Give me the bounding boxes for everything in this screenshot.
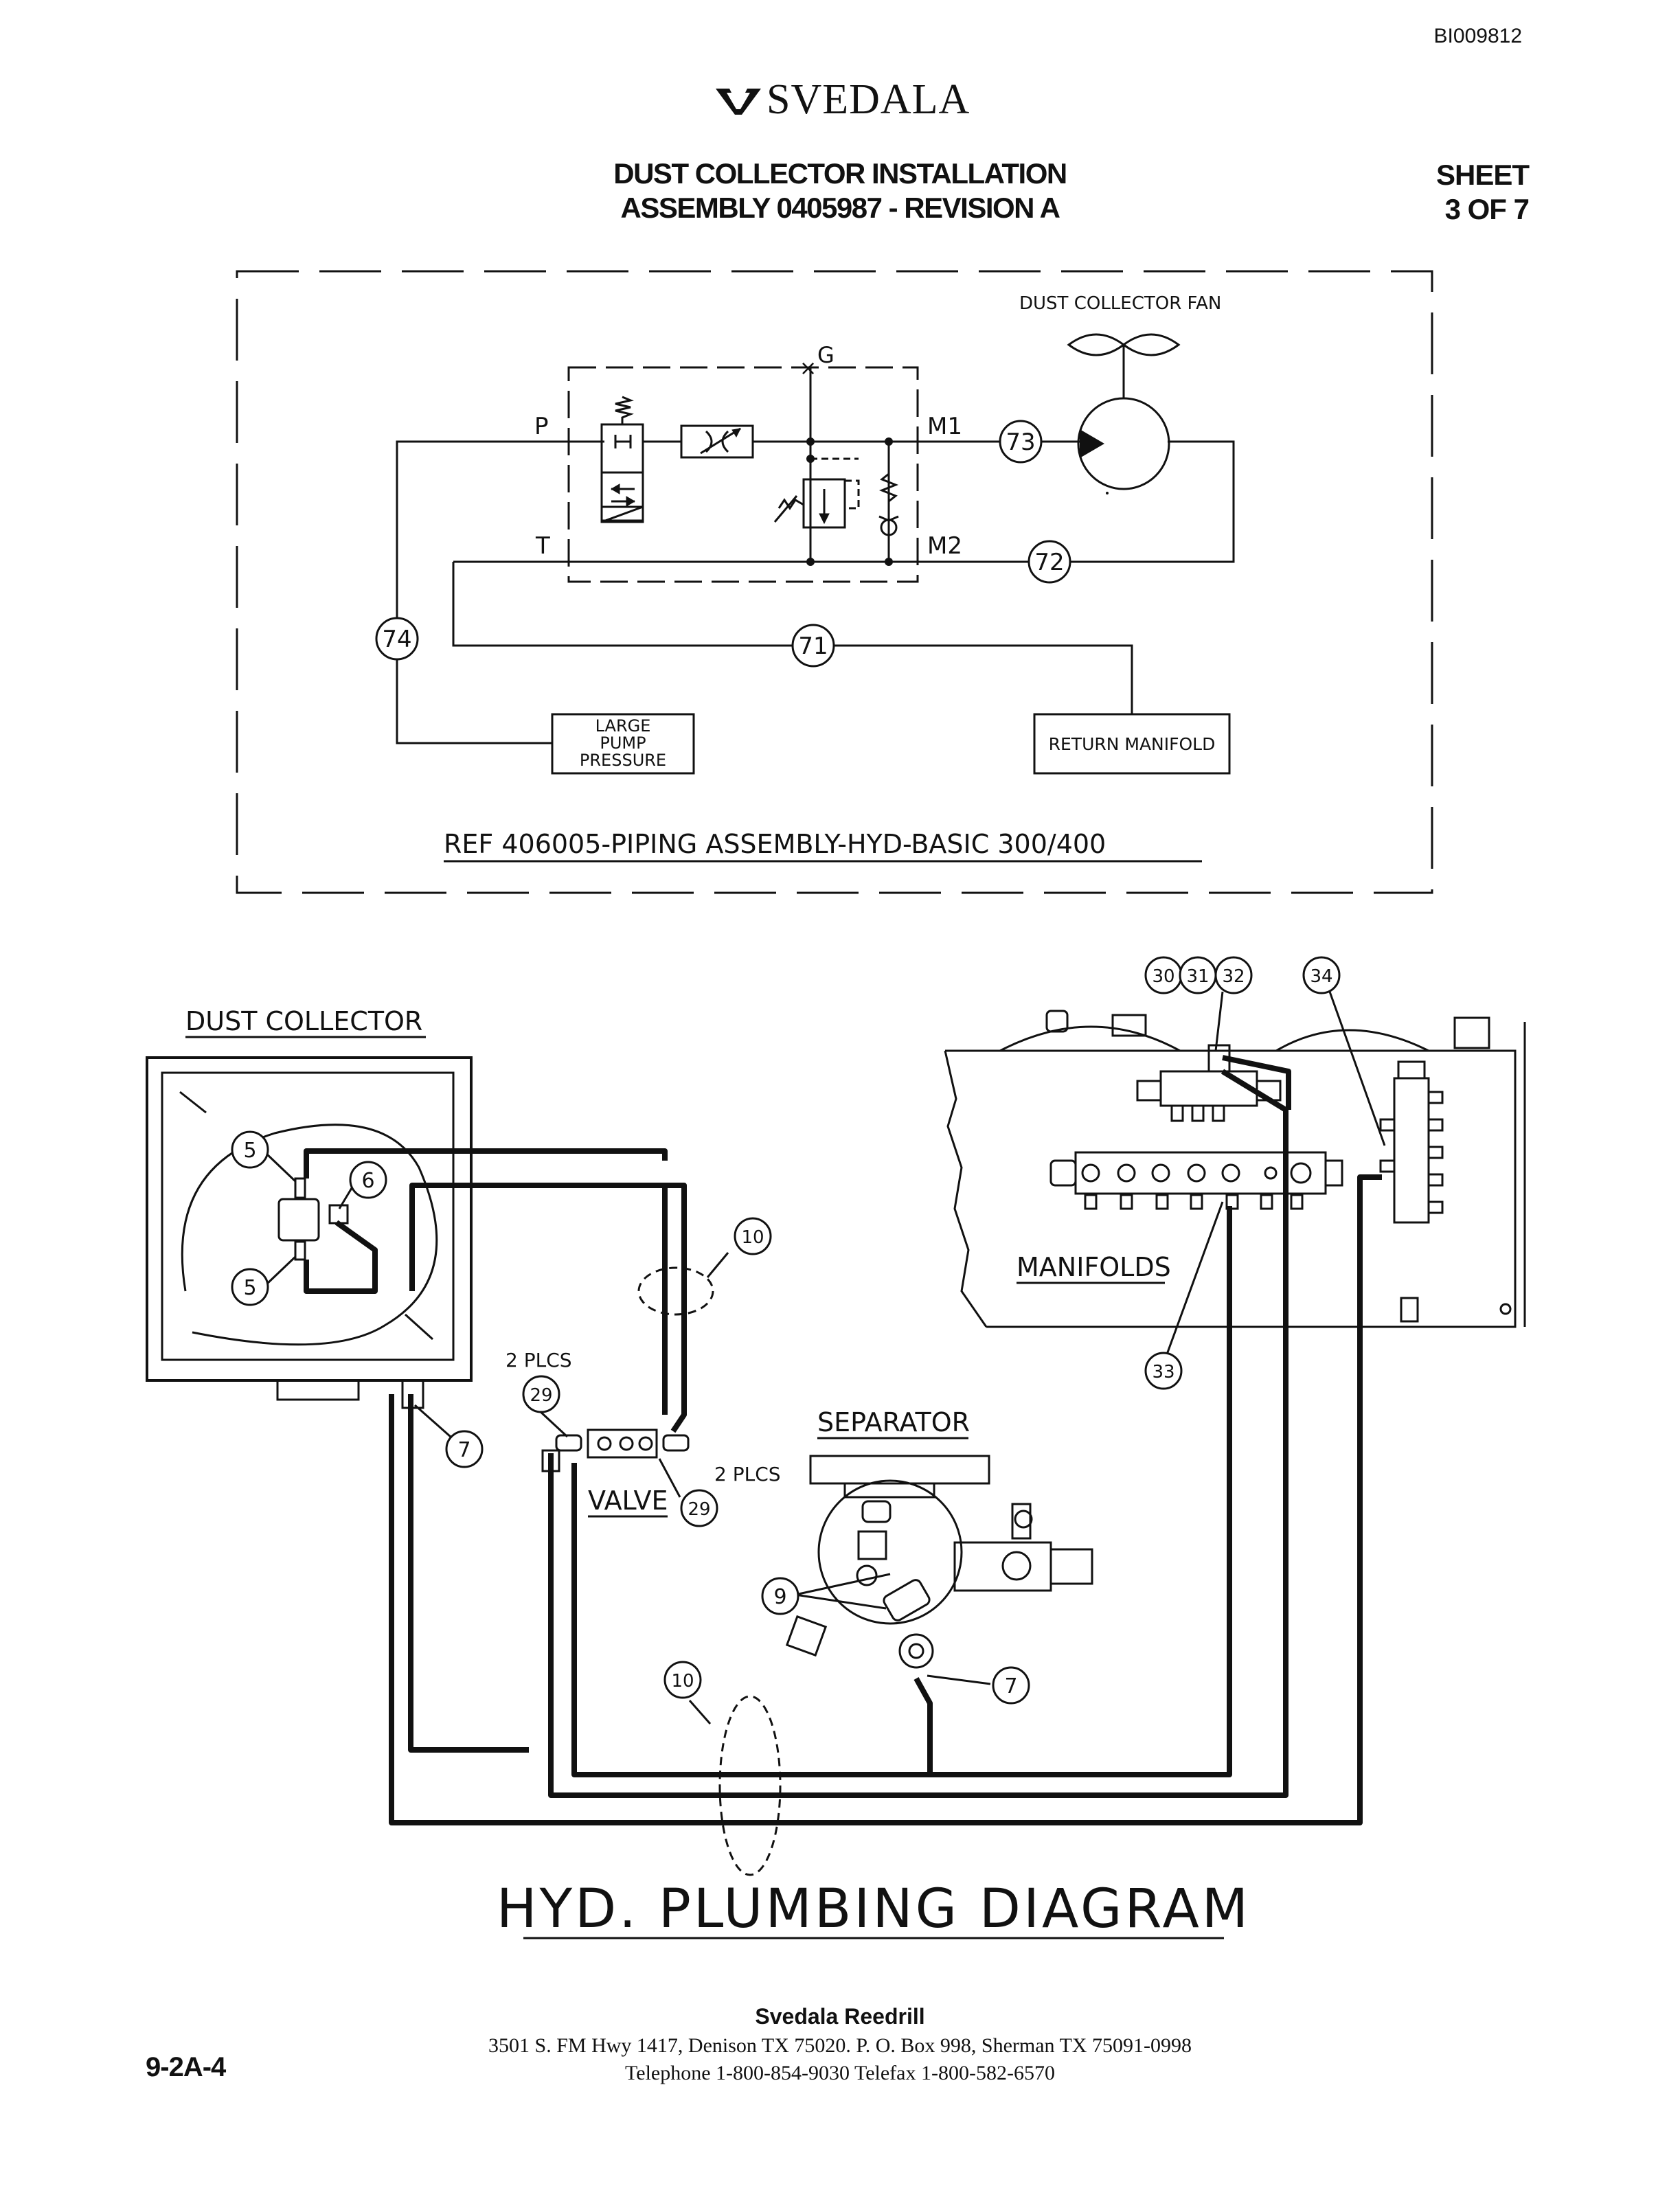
- svg-text:10: 10: [741, 1227, 764, 1248]
- callout-5a: 5: [231, 1130, 269, 1169]
- callout-10b: 10: [663, 1661, 702, 1699]
- svg-text:7: 7: [1004, 1674, 1017, 1698]
- svg-text:73: 73: [1006, 429, 1035, 456]
- svg-text:74: 74: [382, 626, 411, 653]
- collector-motor: [277, 1198, 320, 1242]
- schematic-border: [236, 270, 1433, 894]
- gauge-x: ×: [799, 356, 817, 380]
- page-number: 9-2A-4: [146, 2052, 226, 2082]
- valve-label: VALVE: [588, 1485, 668, 1516]
- callout-33: 33: [1144, 1352, 1183, 1390]
- callout-7a: 7: [445, 1430, 484, 1468]
- schematic: ×: [236, 270, 1433, 894]
- callout-74: 74: [375, 617, 419, 661]
- callout-73: 73: [999, 420, 1043, 464]
- svg-text:29: 29: [530, 1385, 552, 1406]
- pump-box-line3: PRESSURE: [580, 751, 666, 770]
- return-manifold-box: [1033, 713, 1231, 775]
- port-t-label: T: [535, 532, 550, 560]
- plumbing-diagram-title: HYD. PLUMBING DIAGRAM: [497, 1878, 1251, 1940]
- relief-valve: [802, 478, 846, 529]
- brand-logo: SVEDALA: [714, 76, 970, 124]
- dust-collector-label: DUST COLLECTOR: [185, 1006, 422, 1036]
- document-id: BI009812: [1433, 25, 1522, 47]
- fan-label: DUST COLLECTOR FAN: [1019, 293, 1221, 314]
- callout-31: 31: [1179, 956, 1217, 994]
- callout-71: 71: [791, 624, 835, 668]
- plcs-label-lower: 2 PLCS: [714, 1463, 781, 1485]
- leader-lines: [265, 991, 1386, 1876]
- sheet-label: SHEET: [1435, 159, 1530, 191]
- document-subtitle: ASSEMBLY 0405987 - REVISION A: [620, 192, 1060, 224]
- valve-block-outline: [567, 366, 919, 583]
- callout-6: 6: [349, 1161, 387, 1199]
- port-m1-label: M1: [927, 413, 962, 440]
- callout-29a: 29: [522, 1375, 560, 1413]
- hydraulic-tank: [944, 1010, 1526, 1328]
- callout-5b: 5: [231, 1268, 269, 1306]
- svg-text:71: 71: [798, 633, 828, 660]
- port-g-label: G: [817, 342, 835, 368]
- svg-text:29: 29: [688, 1499, 710, 1520]
- fan-blades-icon: [1067, 333, 1181, 356]
- svg-text:7: 7: [457, 1438, 470, 1462]
- manifold-fittings: [1081, 1162, 1312, 1210]
- svg-text:34: 34: [1310, 966, 1332, 987]
- brand-mark-icon: [716, 88, 761, 115]
- svg-text:30: 30: [1152, 966, 1174, 987]
- valve: [541, 1428, 690, 1472]
- sheet-info: SHEET 3 OF 7: [1435, 158, 1530, 227]
- solenoid-coil: [600, 505, 644, 523]
- callout-29b: 29: [680, 1489, 718, 1527]
- callout-72: 72: [1028, 540, 1071, 584]
- footer-phones: Telephone 1-800-854-9030 Telefax 1-800-5…: [625, 2062, 1055, 2084]
- dust-collector: [146, 1056, 473, 1409]
- callout-9: 9: [761, 1577, 799, 1615]
- pump-pressure-box: [551, 713, 695, 775]
- flow-control: [680, 424, 754, 459]
- plcs-label-upper: 2 PLCS: [506, 1349, 572, 1371]
- brand-name: SVEDALA: [767, 76, 970, 123]
- return-box-label: RETURN MANIFOLD: [1049, 734, 1216, 754]
- footer-company: Svedala Reedrill: [755, 2004, 925, 2029]
- pump-box-line1: LARGE: [595, 716, 651, 736]
- svg-text:72: 72: [1034, 549, 1064, 576]
- svg-text:9: 9: [773, 1585, 786, 1609]
- svg-text:5: 5: [243, 1139, 256, 1163]
- hoses: [304, 1055, 1382, 1825]
- callout-30: 30: [1144, 956, 1183, 994]
- callout-34: 34: [1302, 956, 1341, 994]
- svg-text:10: 10: [671, 1671, 694, 1692]
- svg-text:5: 5: [243, 1276, 256, 1300]
- callout-32: 32: [1214, 956, 1253, 994]
- document-title: DUST COLLECTOR INSTALLATION: [613, 157, 1067, 190]
- separator-label: SEPARATOR: [817, 1407, 970, 1437]
- svg-text:32: 32: [1222, 966, 1245, 987]
- separator: [785, 1455, 1093, 1669]
- footer-address: 3501 S. FM Hwy 1417, Denison TX 75020. P…: [488, 2034, 1192, 2057]
- sheet-number: 3 OF 7: [1444, 193, 1530, 225]
- svg-text:33: 33: [1152, 1362, 1174, 1382]
- callout-7b: 7: [992, 1666, 1030, 1705]
- valve-spring: [615, 396, 634, 424]
- manifolds-label: MANIFOLDS: [1017, 1252, 1171, 1282]
- reference-label: REF 406005-PIPING ASSEMBLY-HYD-BASIC 300…: [444, 829, 1106, 859]
- pump-box-line2: PUMP: [600, 733, 646, 753]
- svg-text:31: 31: [1186, 966, 1209, 987]
- svg-text:6: 6: [361, 1169, 374, 1193]
- callout-10a: 10: [734, 1217, 772, 1255]
- line-p: [396, 440, 604, 639]
- port-m2-label: M2: [927, 532, 962, 560]
- port-p-label: P: [534, 413, 549, 440]
